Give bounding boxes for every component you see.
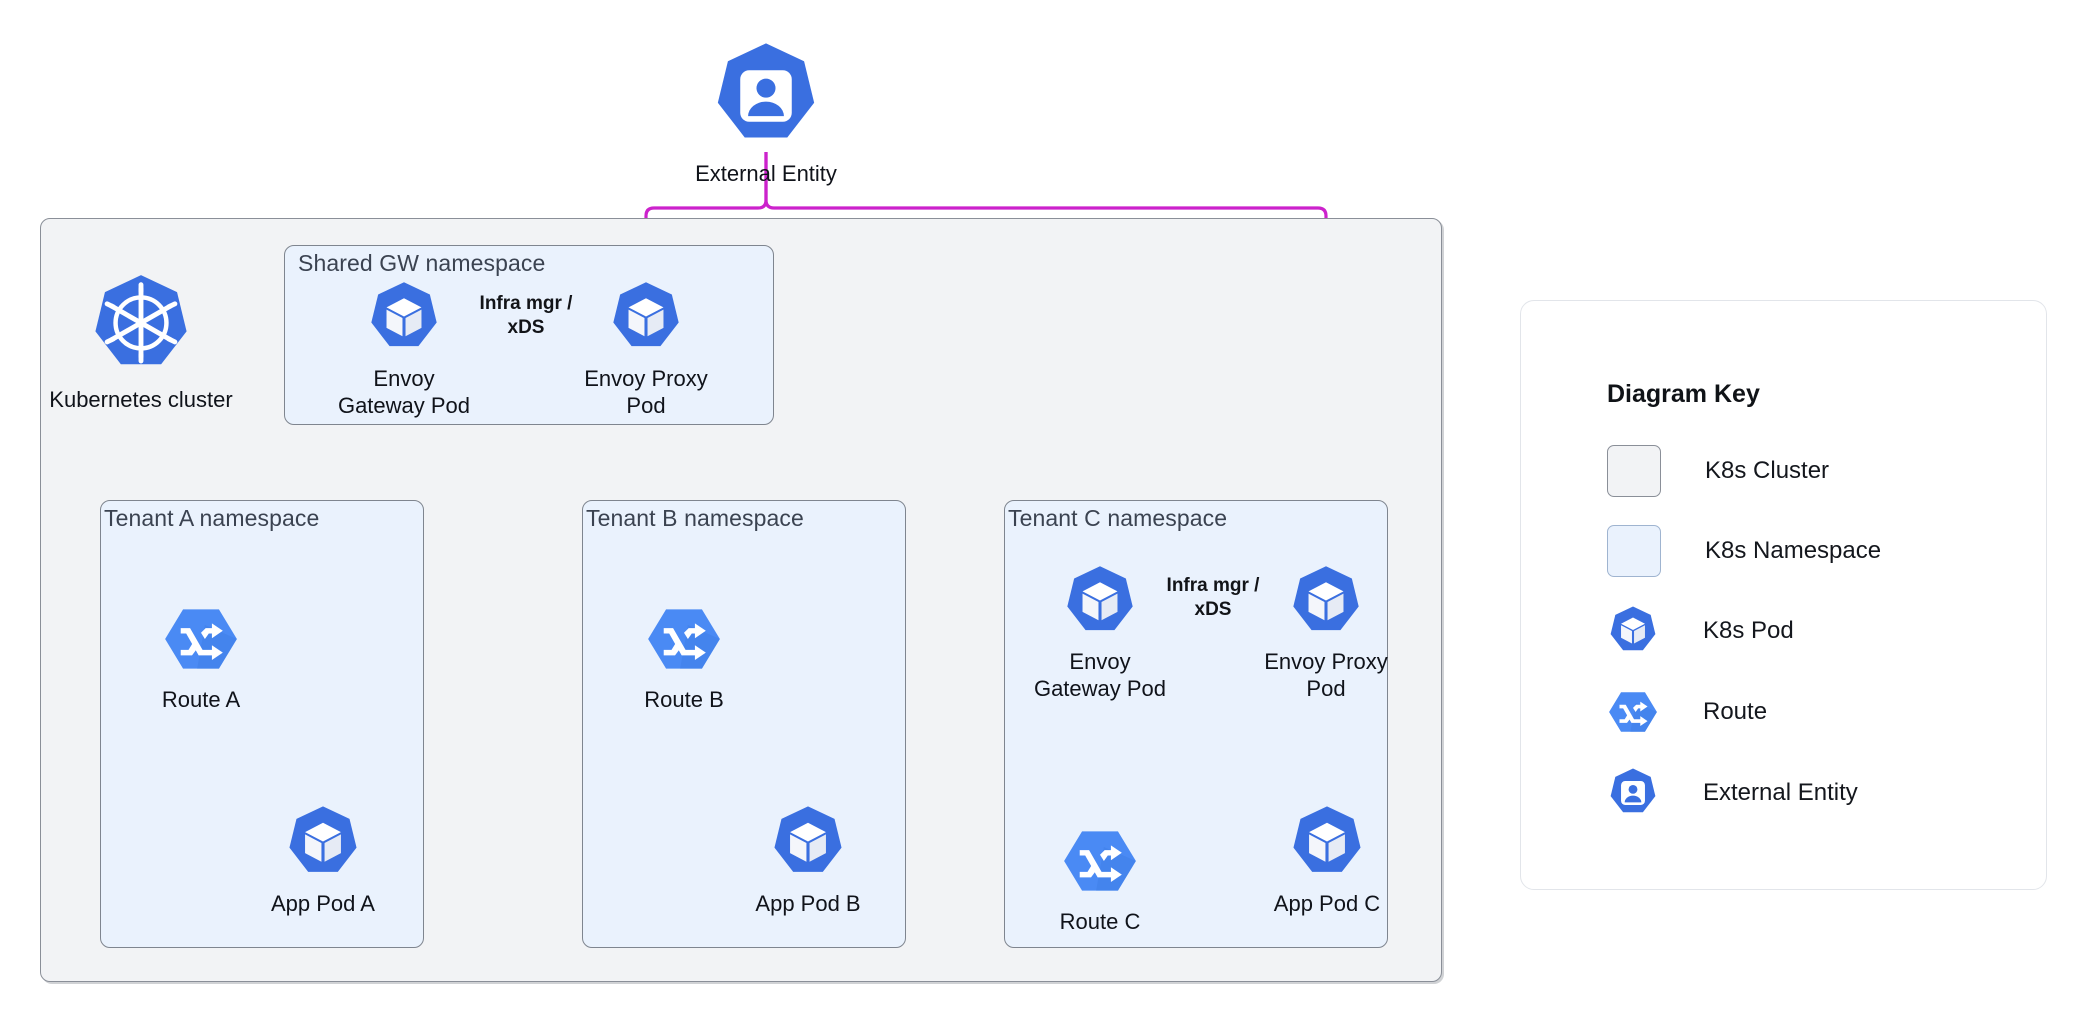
k8s-pod-icon [1607,605,1659,657]
namespace-box-tenant-a [100,500,424,948]
legend-item-k8s-cluster: K8s Cluster [1607,445,1829,497]
legend-item-route: Route [1607,686,1767,738]
cluster-swatch [1607,445,1661,497]
namespace-title-tenant-b: Tenant B namespace [586,505,804,531]
diagram-key-title: Diagram Key [1607,380,1760,408]
diagram-key-panel [1520,300,2047,890]
k8s-pod-icon [1288,564,1364,640]
namespace-title-shared-gw: Shared GW namespace [298,250,546,276]
legend-item-k8s-namespace: K8s Namespace [1607,525,1881,577]
legend-label-k8s-namespace: K8s Namespace [1705,537,1882,564]
kubernetes-wheel-icon [88,272,194,378]
namespace-box-shared-gw [284,245,774,425]
legend-label-external-entity: External Entity [1703,779,1858,806]
k8s-pod-icon [1288,804,1366,882]
legend-label-route: Route [1703,698,1768,725]
route-icon [1061,822,1139,900]
namespace-title-tenant-c: Tenant C namespace [1008,505,1228,531]
k8s-pod-icon [1062,564,1138,640]
external-entity-icon [710,40,822,152]
k8s-pod-icon [608,280,684,356]
route-icon [1607,686,1659,738]
legend-item-k8s-pod: K8s Pod [1607,605,1794,657]
legend-label-k8s-cluster: K8s Cluster [1705,457,1830,484]
namespace-swatch [1607,525,1661,577]
k8s-pod-icon [769,804,847,882]
namespace-title-tenant-a: Tenant A namespace [104,505,320,531]
edge-label-shared-gw-infra: Infra mgr / xDS [479,293,573,338]
edge-label-tenant-c-infra: Infra mgr / xDS [1166,575,1260,620]
namespace-box-tenant-b [582,500,906,948]
k8s-pod-icon [284,804,362,882]
legend-item-external-entity: External Entity [1607,767,1858,819]
k8s-pod-icon [366,280,442,356]
route-icon [162,600,240,678]
route-icon [645,600,723,678]
external-entity-icon [1607,767,1659,819]
edge-external-to-tenant-c-proxy [764,152,1338,573]
legend-label-k8s-pod: K8s Pod [1703,617,1794,644]
